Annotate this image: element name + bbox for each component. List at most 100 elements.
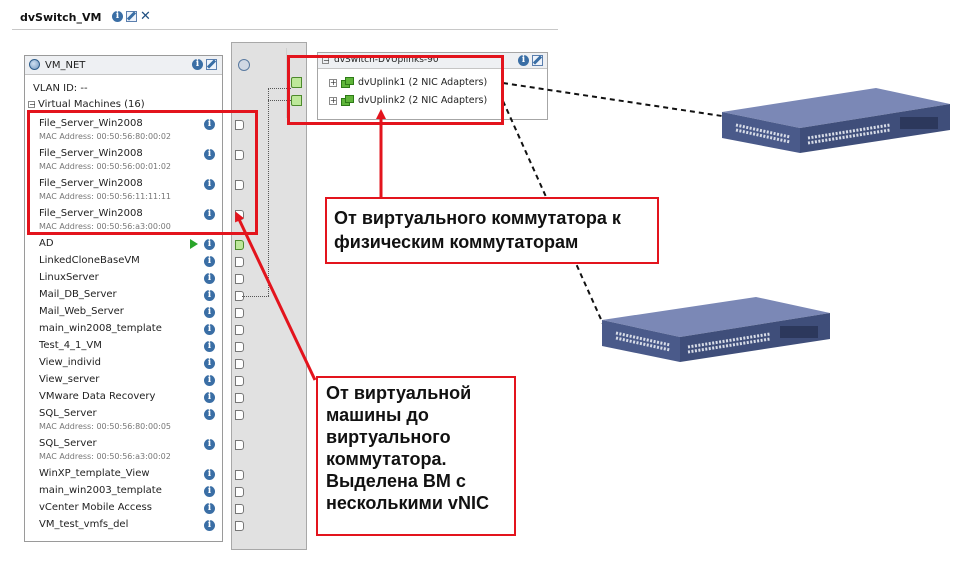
uplinks-title: dvSwitch-DVUplinks-90 bbox=[334, 55, 439, 65]
vm-info-icon[interactable]: i bbox=[204, 520, 215, 531]
collapse-icon[interactable]: − bbox=[28, 100, 36, 109]
vm-mac-address: MAC Address: 00:50:56:11:11:11 bbox=[39, 192, 172, 201]
vm-port[interactable] bbox=[235, 470, 244, 480]
vm-port[interactable] bbox=[235, 180, 244, 190]
vm-name[interactable]: Test_4_1_VM bbox=[39, 340, 102, 351]
close-icon[interactable]: ✕ bbox=[140, 9, 151, 24]
highlight-multi-vnic-vm bbox=[27, 110, 258, 235]
uplink-separator bbox=[286, 48, 287, 118]
vm-name[interactable]: Mail_DB_Server bbox=[39, 289, 117, 300]
vm-port[interactable] bbox=[235, 150, 244, 160]
vm-port[interactable] bbox=[235, 240, 244, 250]
header-divider bbox=[12, 29, 558, 30]
vm-name[interactable]: main_win2003_template bbox=[39, 485, 162, 496]
vm-port[interactable] bbox=[235, 487, 244, 497]
virtual-machines-header[interactable]: − Virtual Machines (16) bbox=[28, 99, 145, 110]
vm-name[interactable]: VM_test_vmfs_del bbox=[39, 519, 129, 530]
info-icon[interactable]: i bbox=[112, 11, 123, 22]
expand-icon[interactable]: + bbox=[329, 77, 337, 87]
vm-info-icon[interactable]: i bbox=[204, 392, 215, 403]
vm-name[interactable]: View_server bbox=[39, 374, 100, 385]
vm-mac-address: MAC Address: 00:50:56:80:00:02 bbox=[39, 132, 172, 141]
vm-name[interactable]: File_Server_Win2008 bbox=[39, 208, 143, 219]
vm-info-icon[interactable]: i bbox=[204, 469, 215, 480]
vm-info-icon[interactable]: i bbox=[204, 358, 215, 369]
physical-switch-1 bbox=[722, 88, 950, 153]
window-title: dvSwitch_VM bbox=[20, 11, 102, 24]
vm-name[interactable]: main_win2008_template bbox=[39, 323, 162, 334]
vm-port[interactable] bbox=[235, 274, 244, 284]
vm-name[interactable]: Mail_Web_Server bbox=[39, 306, 124, 317]
vm-info-icon[interactable]: i bbox=[204, 503, 215, 514]
vm-info-icon[interactable]: i bbox=[204, 486, 215, 497]
vm-info-icon[interactable]: i bbox=[204, 119, 215, 130]
vm-info-icon[interactable]: i bbox=[204, 290, 215, 301]
vm-info-icon[interactable]: i bbox=[204, 179, 215, 190]
uplink-item[interactable]: + dvUplink1 (2 NIC Adapters) bbox=[329, 77, 487, 88]
edit-icon[interactable] bbox=[532, 55, 543, 66]
vm-name[interactable]: WinXP_template_View bbox=[39, 468, 150, 479]
vm-info-icon[interactable]: i bbox=[204, 375, 215, 386]
vm-port[interactable] bbox=[235, 308, 244, 318]
vm-info-icon[interactable]: i bbox=[204, 273, 215, 284]
trunk-link-bottom bbox=[242, 296, 269, 297]
vm-port[interactable] bbox=[235, 410, 244, 420]
vm-info-icon[interactable]: i bbox=[204, 341, 215, 352]
vm-port[interactable] bbox=[235, 325, 244, 335]
vm-port[interactable] bbox=[235, 504, 244, 514]
uplink-port-2[interactable] bbox=[291, 95, 302, 106]
nic-icon bbox=[341, 95, 354, 106]
vm-port[interactable] bbox=[235, 393, 244, 403]
vm-info-icon[interactable]: i bbox=[204, 209, 215, 220]
vm-name[interactable]: SQL_Server bbox=[39, 438, 97, 449]
vm-info-icon[interactable]: i bbox=[204, 324, 215, 335]
vm-name[interactable]: LinuxServer bbox=[39, 272, 99, 283]
vm-info-icon[interactable]: i bbox=[204, 256, 215, 267]
expand-icon[interactable]: + bbox=[329, 95, 337, 105]
trunk-link-2 bbox=[268, 100, 291, 101]
physical-switch-2 bbox=[602, 297, 830, 362]
highlight-uplinks bbox=[287, 55, 504, 125]
vm-port[interactable] bbox=[235, 521, 244, 531]
vm-name[interactable]: VMware Data Recovery bbox=[39, 391, 156, 402]
callout-vm: От виртуальной машины до виртуального ко… bbox=[316, 376, 516, 536]
switch-config-icon[interactable] bbox=[238, 59, 250, 71]
virtual-machines-count: Virtual Machines (16) bbox=[38, 99, 145, 110]
header-toolbar: i ✕ bbox=[112, 9, 151, 24]
portgroup-header: VM_NET i bbox=[25, 56, 222, 75]
powered-on-icon bbox=[190, 239, 198, 249]
vm-info-icon[interactable]: i bbox=[204, 239, 215, 250]
vm-info-icon[interactable]: i bbox=[204, 409, 215, 420]
trunk-link-1 bbox=[268, 88, 291, 89]
vm-name[interactable]: vCenter Mobile Access bbox=[39, 502, 152, 513]
vm-port[interactable] bbox=[235, 359, 244, 369]
vm-name[interactable]: File_Server_Win2008 bbox=[39, 118, 143, 129]
vm-port[interactable] bbox=[235, 257, 244, 267]
uplink-cable-1 bbox=[502, 82, 723, 117]
vm-name[interactable]: File_Server_Win2008 bbox=[39, 148, 143, 159]
vm-port[interactable] bbox=[235, 440, 244, 450]
info-icon[interactable]: i bbox=[518, 55, 529, 66]
edit-icon[interactable] bbox=[206, 59, 217, 70]
arrow-to-vms bbox=[235, 211, 317, 381]
vm-port[interactable] bbox=[235, 376, 244, 386]
vm-info-icon[interactable]: i bbox=[204, 307, 215, 318]
uplink-port-1[interactable] bbox=[291, 77, 302, 88]
uplink-item[interactable]: + dvUplink2 (2 NIC Adapters) bbox=[329, 95, 487, 106]
vm-mac-address: MAC Address: 00:50:56:00:01:02 bbox=[39, 162, 172, 171]
vm-name[interactable]: SQL_Server bbox=[39, 408, 97, 419]
vm-name[interactable]: File_Server_Win2008 bbox=[39, 178, 143, 189]
nic-icon bbox=[341, 77, 354, 88]
vm-port[interactable] bbox=[235, 342, 244, 352]
vlan-id-label: VLAN ID: -- bbox=[33, 83, 88, 94]
vm-info-icon[interactable]: i bbox=[204, 149, 215, 160]
vm-name[interactable]: View_individ bbox=[39, 357, 102, 368]
vm-name[interactable]: AD bbox=[39, 238, 54, 249]
vm-mac-address: MAC Address: 00:50:56:a3:00:02 bbox=[39, 452, 171, 461]
vm-name[interactable]: LinkedCloneBaseVM bbox=[39, 255, 140, 266]
info-icon[interactable]: i bbox=[192, 59, 203, 70]
vm-port[interactable] bbox=[235, 120, 244, 130]
edit-icon[interactable] bbox=[126, 11, 137, 22]
vm-info-icon[interactable]: i bbox=[204, 439, 215, 450]
